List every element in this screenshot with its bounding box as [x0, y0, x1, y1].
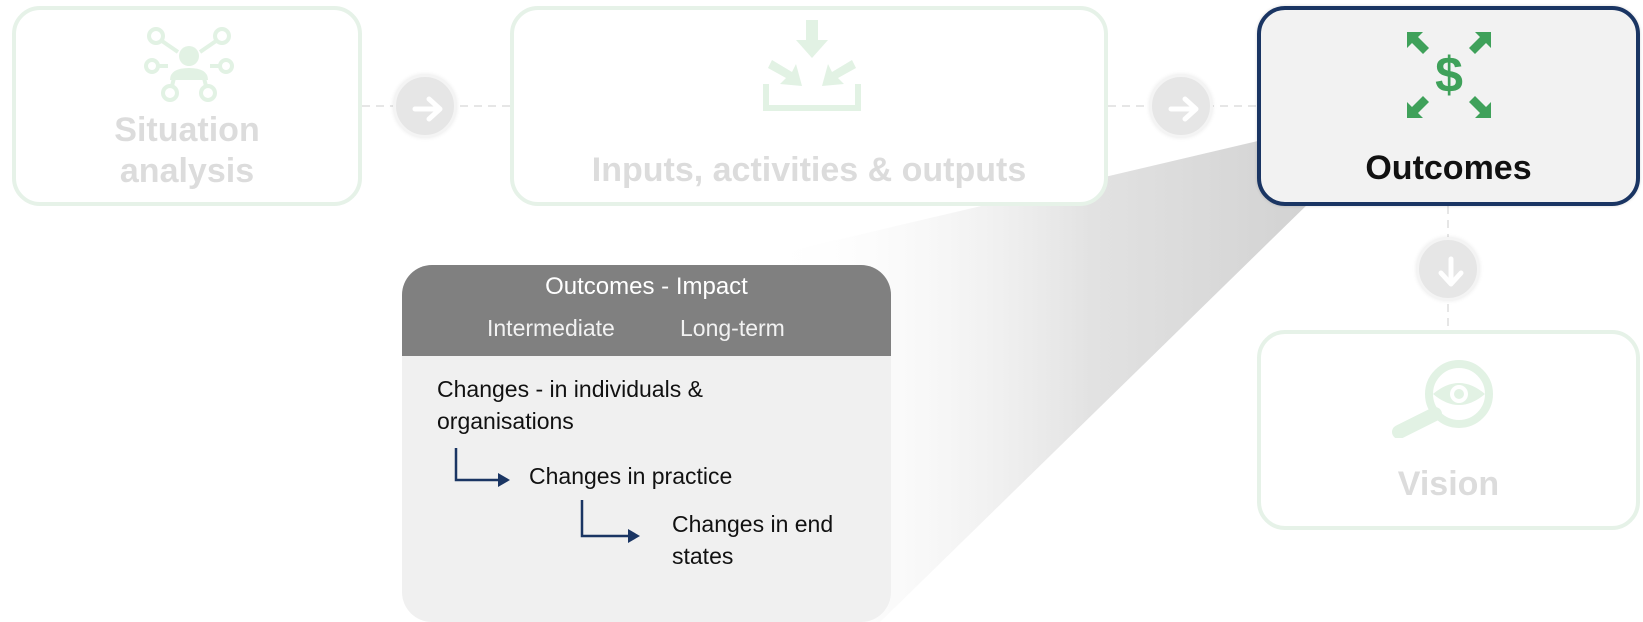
tray-inward-arrows-icon: [762, 20, 862, 117]
arrow-right-icon: [1168, 96, 1199, 122]
outcomes-detail-panel: Outcomes - Impact Intermediate Long-term…: [402, 265, 891, 622]
connector-arrow-down: [1416, 237, 1480, 301]
elbow-arrow-icon-2: [580, 500, 640, 543]
arrow-down-icon: [1438, 256, 1464, 287]
stage-card-vision: Vision: [1257, 330, 1640, 530]
panel-subtitle-intermediate: Intermediate: [487, 315, 615, 341]
stage-label-situation: Situation analysis: [114, 111, 260, 191]
panel-subtitle-long-term: Long-term: [680, 315, 785, 341]
stage-card-inputs: Inputs, activities & outputs: [510, 6, 1108, 206]
svg-text:$: $: [1435, 47, 1463, 103]
elbow-arrow-icon-1: [454, 448, 510, 487]
magnifier-eye-icon: [1389, 358, 1509, 443]
stage-label-outcomes: Outcomes: [1365, 149, 1532, 187]
callout-wedge: [760, 140, 1312, 622]
stage-card-situation: Situation analysis: [12, 6, 362, 206]
dollar-expand-arrows-icon: $: [1407, 32, 1491, 123]
panel-step-3: Changes in end states: [672, 511, 834, 569]
panel-step-1: Changes - in individuals & organisations: [437, 376, 703, 434]
panel-header: Outcomes - Impact Intermediate Long-term: [402, 265, 891, 356]
connector-arrow-right-2: [1149, 74, 1213, 138]
arrow-right-icon: [412, 96, 443, 122]
panel-title: Outcomes - Impact: [545, 273, 748, 300]
people-network-icon: [144, 26, 234, 107]
stage-label-vision: Vision: [1397, 465, 1500, 503]
connector-arrow-right-1: [393, 74, 457, 138]
stage-label-inputs: Inputs, activities & outputs: [591, 151, 1027, 189]
panel-step-2: Changes in practice: [529, 463, 733, 489]
stage-card-outcomes[interactable]: $ Outcomes: [1257, 6, 1640, 206]
